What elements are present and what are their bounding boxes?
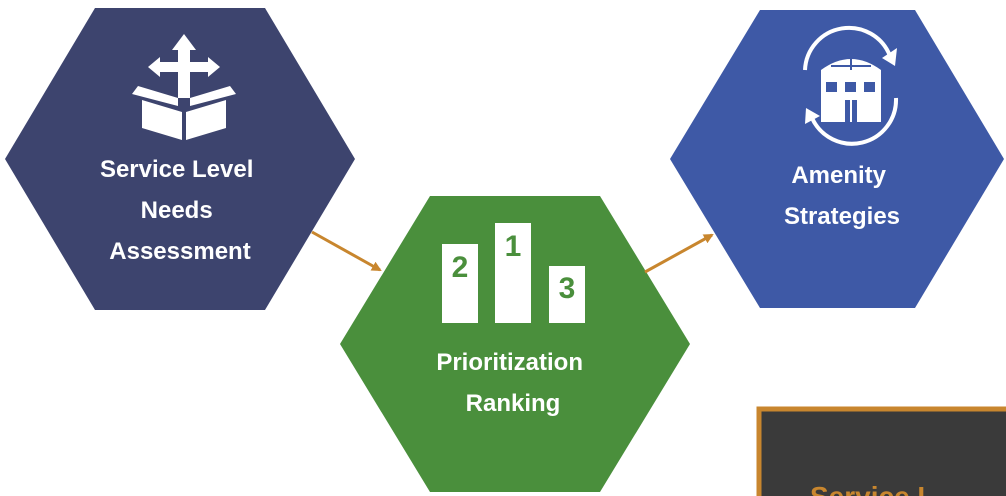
open-box-icon bbox=[132, 34, 236, 140]
prioritization-line-1: Prioritization bbox=[436, 349, 583, 376]
hexagon-prioritization-ranking bbox=[340, 196, 690, 492]
arrow-ranking-to-strategies bbox=[644, 233, 714, 274]
building-cycle-icon bbox=[803, 25, 899, 146]
podium-first bbox=[495, 223, 531, 323]
hexagon-needs-assessment bbox=[5, 8, 355, 310]
amenity-line-1: Amenity bbox=[791, 162, 886, 189]
arrow-assessment-to-ranking bbox=[311, 230, 382, 272]
podium-first-number: 1 bbox=[505, 230, 522, 263]
step-amenity-strategies: Amenity Strategies bbox=[670, 10, 1004, 308]
podium-second-number: 2 bbox=[452, 251, 469, 284]
podium-third-number: 3 bbox=[559, 272, 576, 305]
service-level-card: Service L bbox=[756, 406, 1006, 496]
amenity-strategies-label: Amenity Strategies bbox=[784, 162, 900, 230]
amenity-line-2: Strategies bbox=[784, 203, 900, 230]
needs-assessment-line-1: Service Level bbox=[100, 156, 253, 183]
hexagon-amenity-strategies bbox=[670, 10, 1004, 308]
needs-assessment-line-2: Needs bbox=[141, 197, 213, 224]
step-needs-assessment: Service Level Needs Assessment bbox=[5, 8, 355, 310]
prioritization-label: Prioritization Ranking bbox=[436, 349, 589, 417]
service-level-card-title: Service L bbox=[810, 481, 935, 496]
podium-third bbox=[549, 266, 585, 323]
needs-assessment-line-3: Assessment bbox=[109, 238, 250, 265]
podium-icon: 2 1 3 bbox=[442, 223, 585, 323]
podium-second bbox=[442, 244, 478, 323]
step-prioritization-ranking: 2 1 3 Prioritization Ranking bbox=[340, 196, 690, 492]
prioritization-line-2: Ranking bbox=[466, 390, 561, 417]
needs-assessment-label: Service Level Needs Assessment bbox=[100, 156, 260, 265]
service-level-card-box bbox=[756, 406, 1006, 496]
